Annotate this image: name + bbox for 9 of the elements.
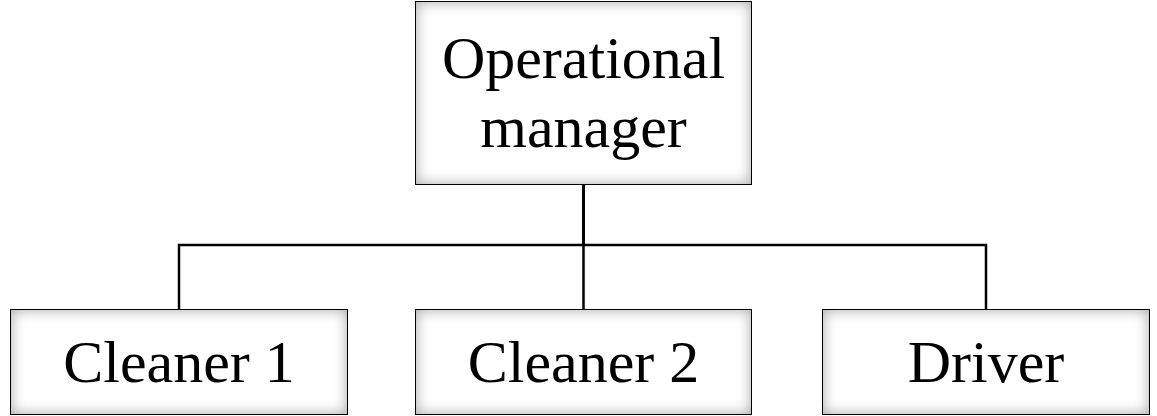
role-box [415, 309, 752, 415]
connector-line [582, 185, 988, 309]
role-title: Operational manager [440, 24, 727, 162]
role-box [10, 309, 348, 415]
role-box [415, 1, 752, 185]
role-title: Driver [906, 327, 1066, 397]
role-title: Cleaner 2 [466, 327, 701, 397]
role-title: Cleaner 1 [62, 327, 296, 397]
role-box [822, 309, 1150, 415]
